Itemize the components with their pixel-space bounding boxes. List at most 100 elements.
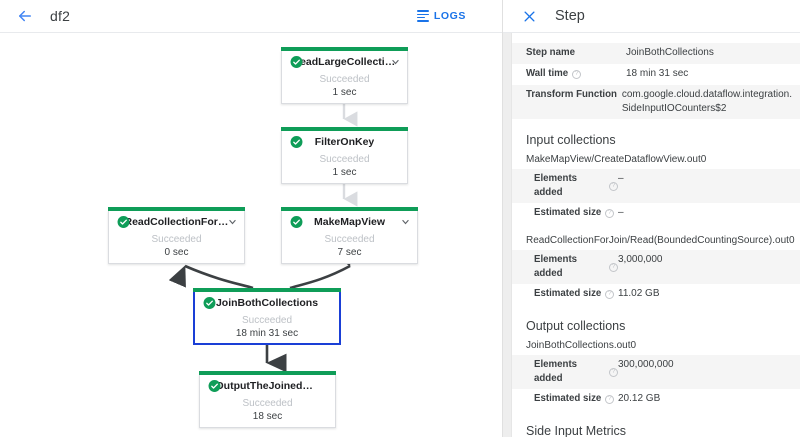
graph-node-read-large-collection[interactable]: ReadLargeCollectionFr… Succeeded 1 sec	[281, 47, 408, 104]
node-label: OutputTheJoinedCollec…	[215, 380, 320, 392]
check-circle-icon	[203, 297, 216, 310]
chevron-down-icon[interactable]	[391, 58, 400, 67]
chevron-down-icon[interactable]	[401, 218, 410, 227]
detail-key: Step name	[526, 47, 575, 58]
node-status-accent	[193, 288, 341, 292]
close-icon[interactable]	[517, 4, 541, 28]
node-status: Succeeded	[319, 74, 370, 85]
node-status-accent	[199, 371, 336, 375]
panel-content: Step name JoinBothCollections Wall time …	[512, 33, 800, 437]
panel-title: Step	[555, 8, 585, 24]
metric-key-label: Elements added	[534, 173, 578, 198]
node-label: JoinBothCollections	[215, 297, 319, 309]
help-icon[interactable]: ?	[605, 208, 615, 218]
metric-value: –	[618, 173, 624, 184]
metric-key-label: Elements added	[534, 254, 578, 279]
node-time: 0 sec	[164, 247, 189, 258]
help-icon[interactable]: ?	[609, 367, 618, 377]
page-title: df2	[50, 8, 71, 24]
node-label: FilterOnKey	[314, 136, 375, 148]
node-status: Succeeded	[324, 234, 375, 245]
top-toolbar: df2 LOGS	[0, 0, 502, 33]
detail-value: JoinBothCollections	[626, 47, 714, 58]
input-collection-group-0: MakeMapView/CreateDataflowView.out0 Elem…	[512, 152, 800, 224]
metric-key: Estimated size ?	[512, 287, 618, 301]
pipeline-graph-pane: df2 LOGS	[0, 0, 503, 437]
detail-key-label: Wall time	[526, 68, 569, 79]
node-time: 1 sec	[332, 167, 357, 178]
input-collection-group-1: ReadCollectionForJoin/Read(BoundedCounti…	[512, 233, 800, 305]
node-time: 1 sec	[332, 87, 357, 98]
graph-node-read-collection-for-join[interactable]: ReadCollectionForJoin Succeeded 0 sec	[108, 207, 245, 264]
metric-row-elements-added: Elements added ? 300,000,000	[512, 355, 800, 389]
node-header: OutputTheJoinedCollec…	[200, 375, 335, 397]
spacer	[512, 224, 800, 233]
metric-value: 11.02 GB	[618, 288, 660, 299]
metric-key-label: Estimated size	[534, 207, 602, 218]
detail-value: com.google.cloud.dataflow.integration. S…	[621, 89, 792, 114]
help-icon[interactable]: ?	[609, 181, 618, 191]
logs-icon	[416, 10, 429, 22]
logs-button[interactable]: LOGS	[416, 10, 466, 22]
node-status: Succeeded	[242, 398, 293, 409]
detail-row-wall-time: Wall time ? 18 min 31 sec	[512, 64, 800, 85]
node-time: 7 sec	[337, 247, 362, 258]
help-icon[interactable]: ?	[572, 69, 582, 79]
help-icon[interactable]: ?	[609, 262, 618, 272]
step-details-table: Step name JoinBothCollections Wall time …	[512, 43, 800, 119]
check-circle-icon	[290, 136, 303, 149]
collection-name: JoinBothCollections.out0	[526, 340, 637, 351]
detail-key: Wall time ?	[512, 67, 626, 81]
node-header: JoinBothCollections	[195, 292, 339, 314]
metric-value: 300,000,000	[618, 359, 674, 370]
metric-key: Elements added ?	[512, 253, 618, 281]
node-header: MakeMapView	[282, 211, 417, 233]
node-time: 18 sec	[252, 411, 283, 422]
panel-scrollbar[interactable]	[503, 33, 512, 437]
help-icon[interactable]: ?	[605, 289, 615, 299]
metric-value: 20.12 GB	[618, 393, 661, 404]
output-collection-group-0: JoinBothCollections.out0 Elements added …	[512, 338, 800, 410]
metric-row-estimated-size: Estimated size ? 11.02 GB	[512, 284, 800, 305]
graph-node-filter-on-key[interactable]: FilterOnKey Succeeded 1 sec	[281, 127, 408, 184]
node-header: FilterOnKey	[282, 131, 407, 153]
node-status-accent	[281, 127, 408, 131]
help-icon[interactable]: ?	[605, 394, 615, 404]
node-label: ReadLargeCollectionFr…	[292, 56, 397, 68]
metric-key-label: Estimated size	[534, 288, 602, 299]
step-details-panel: Step Step name JoinBothCollections Wall …	[503, 0, 800, 437]
panel-body: Step name JoinBothCollections Wall time …	[503, 33, 800, 437]
side-input-metrics-title: Side Input Metrics	[526, 424, 627, 437]
check-circle-icon	[290, 56, 303, 69]
node-status: Succeeded	[241, 315, 293, 326]
metric-key: Elements added ?	[512, 172, 618, 200]
collection-name: MakeMapView/CreateDataflowView.out0	[526, 154, 707, 165]
node-time: 18 min 31 sec	[235, 328, 299, 339]
input-collections-title: Input collections	[526, 133, 616, 147]
collection-name: ReadCollectionForJoin/Read(BoundedCounti…	[526, 235, 795, 246]
graph-node-output-the-joined-collection[interactable]: OutputTheJoinedCollec… Succeeded 18 sec	[199, 371, 336, 428]
node-label: MakeMapView	[313, 216, 385, 228]
node-status: Succeeded	[151, 234, 202, 245]
graph-node-join-both-collections[interactable]: JoinBothCollections Succeeded 18 min 31 …	[193, 288, 341, 345]
node-header: ReadLargeCollectionFr…	[282, 51, 407, 73]
chevron-down-icon[interactable]	[228, 218, 237, 227]
check-circle-icon	[117, 216, 130, 229]
metric-value: 3,000,000	[618, 254, 663, 265]
check-circle-icon	[208, 380, 221, 393]
metric-row-estimated-size: Estimated size ? –	[512, 203, 800, 224]
back-arrow-icon[interactable]	[12, 3, 38, 29]
metric-row-estimated-size: Estimated size ? 20.12 GB	[512, 389, 800, 410]
pipeline-graph-canvas[interactable]: ReadLargeCollectionFr… Succeeded 1 sec F…	[0, 33, 502, 437]
metric-value: –	[618, 207, 624, 218]
node-status: Succeeded	[319, 154, 370, 165]
metric-row-elements-added: Elements added ? –	[512, 169, 800, 203]
metric-key: Estimated size ?	[512, 392, 618, 406]
graph-node-make-map-view[interactable]: MakeMapView Succeeded 7 sec	[281, 207, 418, 264]
detail-value: 18 min 31 sec	[626, 68, 689, 79]
metric-key-label: Elements added	[534, 359, 578, 384]
output-collections-title: Output collections	[526, 319, 626, 333]
metric-key: Estimated size ?	[512, 206, 618, 220]
metric-key-label: Estimated size	[534, 393, 602, 404]
